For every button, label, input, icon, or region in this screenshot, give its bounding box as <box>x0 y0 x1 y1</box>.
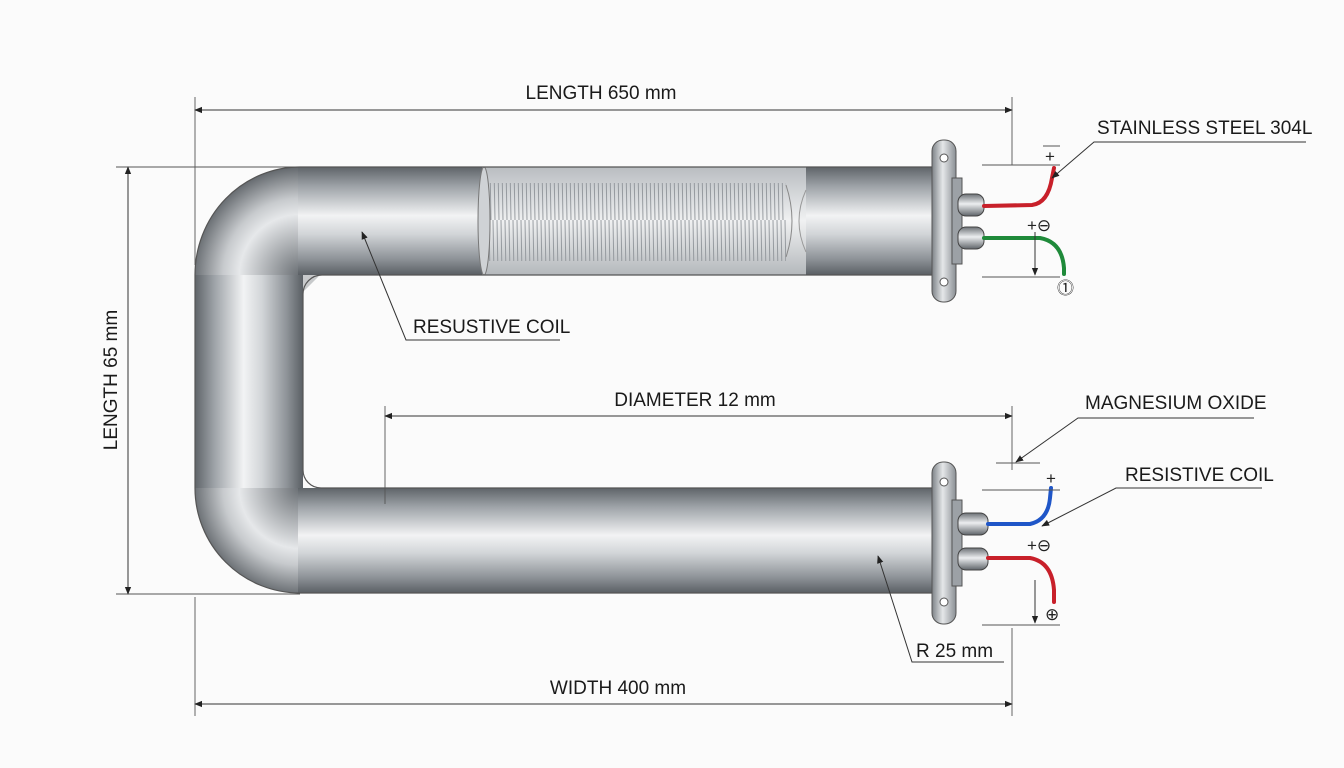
callout-resistive-coil-right: RESISTIVE COIL <box>1041 465 1274 527</box>
bottom-terminal-stud-2 <box>957 547 989 571</box>
diameter-label: DIAMETER 12 mm <box>614 390 776 411</box>
bottom-terminal-stud-1 <box>957 512 989 536</box>
dimension-width: WIDTH 400 mm <box>194 597 1013 716</box>
magnesium-oxide-label: MAGNESIUM OXIDE <box>1085 393 1267 414</box>
length-top-label: LENGTH 650 mm <box>526 83 677 104</box>
tube-left-section <box>195 275 303 488</box>
top-circle-symbol: ⓵ <box>1057 279 1074 298</box>
bottom-flange <box>931 461 1056 625</box>
tube-bottom-section <box>298 488 934 593</box>
bottom-plus-symbol: + <box>1046 469 1056 488</box>
tube-top-end <box>806 167 934 275</box>
top-terminal-stud-1 <box>957 193 985 217</box>
callout-radius: R 25 mm <box>877 555 1004 663</box>
radius-label: R 25 mm <box>916 641 993 662</box>
wire-red-top <box>982 166 1056 208</box>
wire-blue-bottom <box>986 486 1053 526</box>
dimension-length-side: LENGTH 65 mm <box>101 166 300 595</box>
width-label: WIDTH 400 mm <box>550 678 686 699</box>
dimension-length-top: LENGTH 650 mm <box>194 83 1013 265</box>
top-terminal-stud-2 <box>957 226 985 250</box>
tube-top-section <box>298 167 482 275</box>
dimension-diameter: DIAMETER 12 mm <box>384 390 1013 504</box>
wire-green-top <box>982 236 1066 276</box>
terminal-symbols: + +⊖ ⓵ + +⊖ ⊕ <box>1027 145 1074 624</box>
terminal-dimension-ticks <box>982 164 1060 626</box>
callout-stainless-steel: STAINLESS STEEL 304L <box>1051 118 1312 179</box>
u-tube <box>194 166 934 594</box>
callout-magnesium-oxide: MAGNESIUM OXIDE <box>1015 393 1267 463</box>
cutaway-coil-window <box>477 166 807 276</box>
bottom-circleplus-symbol: ⊕ <box>1045 605 1059 624</box>
wire-red-bottom <box>986 556 1056 604</box>
bottom-plusminus-symbol: +⊖ <box>1027 536 1051 555</box>
stainless-steel-label: STAINLESS STEEL 304L <box>1097 118 1312 139</box>
top-plus-symbol: + <box>1045 147 1055 166</box>
length-side-label: LENGTH 65 mm <box>101 310 122 450</box>
resistive-coil-left-label: RESUSTIVE COIL <box>413 317 570 338</box>
top-plusminus-symbol: +⊖ <box>1027 216 1051 235</box>
tube-bend-bottom <box>195 488 300 593</box>
resistive-coil-right-label: RESISTIVE COIL <box>1125 465 1274 486</box>
callout-resistive-coil-left: RESUSTIVE COIL <box>361 231 570 341</box>
